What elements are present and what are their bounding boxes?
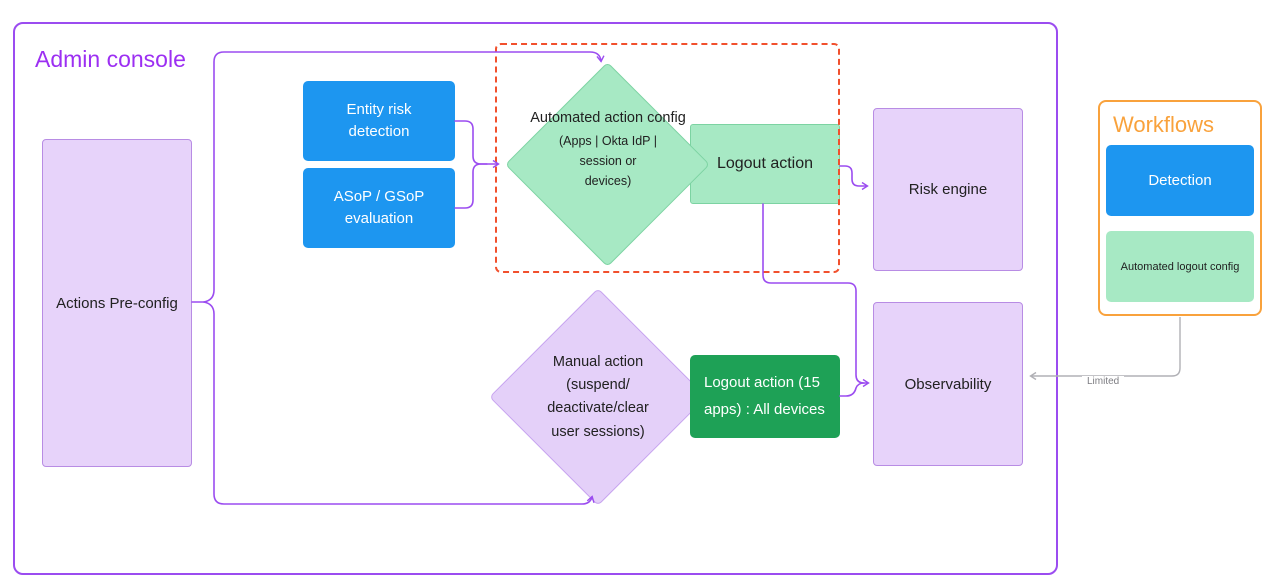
automated-action-config-subtitle-1: (Apps | Okta IdP |: [559, 134, 657, 149]
manual-action-line-1: Manual action: [552, 354, 644, 370]
node-workflows-detection: Detection: [1106, 145, 1254, 216]
node-risk-engine-label: Risk engine: [908, 181, 988, 198]
admin-console-panel: [13, 22, 1058, 575]
node-asop-gsop-evaluation: ASoP / GSoP evaluation: [303, 168, 455, 248]
node-observability-label: Observability: [904, 375, 992, 393]
node-workflows-automated-logout-config: Automated logout config: [1106, 231, 1254, 302]
node-entity-risk-detection-label: Entity risk detection: [346, 100, 412, 141]
edge-limited-label: Limited: [1082, 376, 1125, 387]
node-observability: Observability: [873, 302, 1023, 466]
automated-action-config-subtitle-3: devices): [584, 174, 632, 189]
manual-action-line-2: (suspend/: [566, 377, 630, 394]
workflows-panel: Workflows Detection Automated logout con…: [1098, 100, 1262, 316]
decision-manual-action-text: Manual action (suspend/ deactivate/clear…: [513, 351, 683, 444]
node-logout-action: Logout action: [690, 124, 840, 204]
node-logout-action-15-apps-label: Logout action (15 apps) : All devices: [704, 374, 825, 418]
node-actions-pre-config-label: Actions Pre-config: [56, 294, 178, 312]
admin-console-title: Admin console: [35, 46, 186, 72]
node-entity-risk-detection: Entity risk detection: [303, 81, 455, 161]
node-workflows-detection-label: Detection: [1148, 172, 1212, 189]
node-risk-engine: Risk engine: [873, 108, 1023, 271]
node-logout-action-15-apps: Logout action (15 apps) : All devices: [690, 355, 840, 438]
node-asop-gsop-evaluation-label: ASoP / GSoP evaluation: [333, 187, 425, 228]
automated-action-config-subtitle-2: session or: [579, 154, 637, 169]
node-logout-action-label: Logout action: [716, 155, 814, 172]
node-workflows-automated-logout-config-label: Automated logout config: [1120, 260, 1240, 273]
manual-action-line-3: deactivate/clear: [547, 400, 649, 417]
manual-action-line-4: user sessions): [551, 423, 645, 440]
decision-automated-action-config-text: Automated action config (Apps | Okta IdP…: [523, 106, 693, 191]
automated-action-config-title: Automated action config: [530, 110, 686, 126]
node-actions-pre-config: Actions Pre-config: [42, 139, 192, 467]
workflows-title: Workflows: [1113, 112, 1215, 137]
